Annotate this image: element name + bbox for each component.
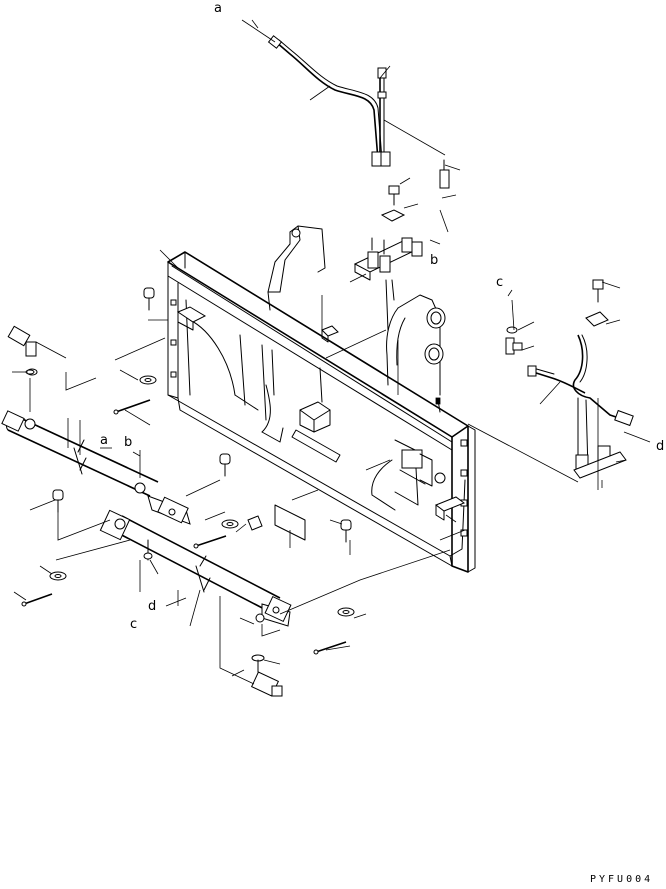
right-hose-assembly <box>505 279 634 479</box>
main-frame <box>167 251 476 573</box>
leader-lines <box>12 19 651 685</box>
left-hook-arm <box>267 225 339 343</box>
label-a-top: a <box>214 1 222 16</box>
label-c-right: c <box>496 275 503 290</box>
right-hook-arm <box>386 294 446 413</box>
label-b-left: b <box>124 435 132 450</box>
reference-labels: a b c d a b d c <box>100 1 664 632</box>
top-hose-assembly <box>267 35 450 331</box>
label-b-right: b <box>430 253 438 268</box>
label-d-bottom: d <box>148 599 156 614</box>
label-d-right: d <box>656 439 664 454</box>
upper-cylinder <box>1 325 191 525</box>
loose-fasteners <box>21 287 355 655</box>
label-a-left: a <box>100 433 108 448</box>
label-c-bottom: c <box>130 617 137 632</box>
lower-cylinder <box>99 509 292 697</box>
drawing-code: PYFU004 <box>590 874 653 885</box>
